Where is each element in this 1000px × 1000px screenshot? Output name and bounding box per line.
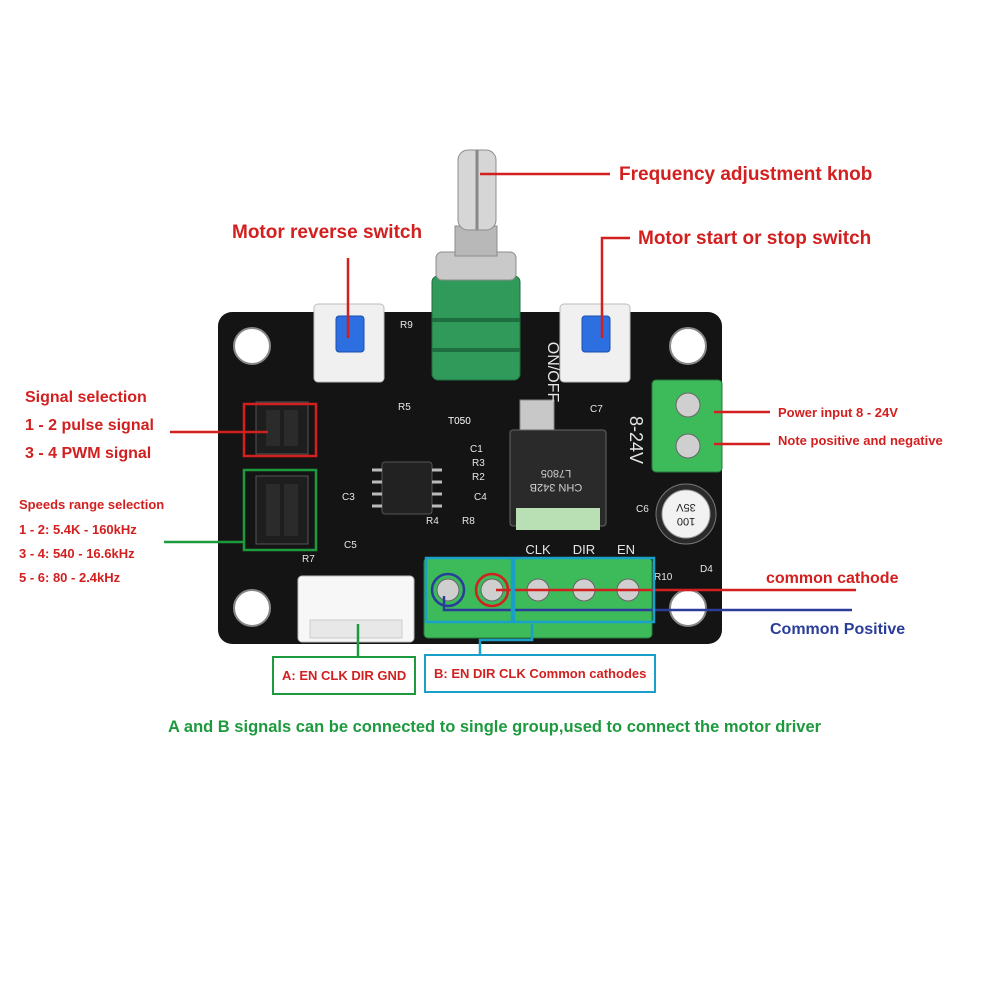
silk-voltage: 8-24V — [626, 416, 646, 464]
power-input-label: Power input 8 - 24V — [778, 405, 898, 420]
signal-selection-line2: 3 - 4 PWM signal — [25, 445, 152, 462]
regulator-marking-bottom: CHN 342B — [530, 481, 583, 493]
line-start-stop — [600, 236, 630, 338]
signal-selection-title: Signal selection — [25, 389, 147, 406]
silk-c7: C7 — [590, 404, 603, 415]
silk-r8: R8 — [462, 516, 475, 527]
footer-note: A and B signals can be connected to sing… — [168, 718, 822, 736]
common-positive-label: Common Positive — [770, 621, 906, 638]
mounting-hole — [233, 327, 271, 365]
frequency-knob-label: Frequency adjustment knob — [619, 164, 873, 185]
white-connector — [297, 575, 415, 643]
reverse-switch — [313, 303, 385, 383]
terminal-highlight-outer — [512, 556, 656, 624]
group-b-label: B: EN DIR CLK Common cathodes — [424, 654, 657, 693]
power-terminal — [651, 379, 723, 473]
ic-chip — [372, 461, 442, 515]
mounting-hole — [669, 589, 707, 627]
signal-select-box — [242, 402, 318, 458]
speed-range-line2: 3 - 4: 540 - 16.6kHz — [19, 546, 135, 561]
silk-r5: R5 — [398, 402, 411, 413]
speed-range-line1: 1 - 2: 5.4K - 160kHz — [19, 522, 137, 537]
silk-r10: R10 — [654, 572, 673, 583]
line-common-positive — [442, 596, 852, 612]
polarity-note-label: Note positive and negative — [778, 433, 943, 448]
silk-en: EN — [617, 542, 635, 557]
silk-r7: R7 — [302, 554, 315, 565]
signal-jumper — [255, 401, 309, 455]
silk-d4: D4 — [700, 564, 713, 575]
mounting-holes — [233, 327, 707, 627]
silk-r3: R3 — [472, 458, 485, 469]
electrolytic-capacitor — [655, 483, 717, 545]
voltage-regulator — [509, 399, 607, 530]
silk-c1: C1 — [470, 444, 483, 455]
capacitor-value: 100 — [677, 515, 695, 527]
silk-on-off: ON/OFF — [544, 342, 561, 403]
silk-r2: R2 — [472, 472, 485, 483]
silk-dir: DIR — [573, 542, 595, 557]
capacitor-voltage: 35V — [676, 501, 696, 513]
silk-r4: R4 — [426, 516, 439, 527]
start-stop-switch-label: Motor start or stop switch — [638, 228, 872, 249]
signal-terminal-block — [423, 557, 653, 639]
potentiometer — [431, 149, 521, 381]
speed-range-line3: 5 - 6: 80 - 2.4kHz — [19, 570, 121, 585]
reverse-switch-label: Motor reverse switch — [232, 222, 423, 243]
silk-c6: C6 — [636, 504, 649, 515]
terminal-highlight — [424, 556, 514, 624]
mounting-hole — [669, 327, 707, 365]
speed-jumper — [255, 475, 309, 545]
mounting-hole — [233, 589, 271, 627]
silk-r9: R9 — [400, 320, 413, 331]
speed-select-box — [242, 468, 318, 552]
line-group-b — [478, 624, 534, 656]
silk-c3: C3 — [342, 492, 355, 503]
regulator-marking-top: L7805 — [541, 467, 572, 479]
start-stop-switch — [559, 303, 631, 383]
common-positive-marker — [430, 572, 466, 608]
silk-pot-ref: T050 — [448, 416, 471, 427]
silk-c4: C4 — [474, 492, 487, 503]
speed-range-title: Speeds range selection — [19, 497, 165, 512]
signal-selection-line1: 1 - 2 pulse signal — [25, 417, 154, 434]
silk-clk: CLK — [525, 542, 551, 557]
common-cathode-label: common cathode — [766, 570, 899, 587]
silk-c5: C5 — [344, 540, 357, 551]
group-a-label: A: EN CLK DIR GND — [272, 656, 417, 695]
